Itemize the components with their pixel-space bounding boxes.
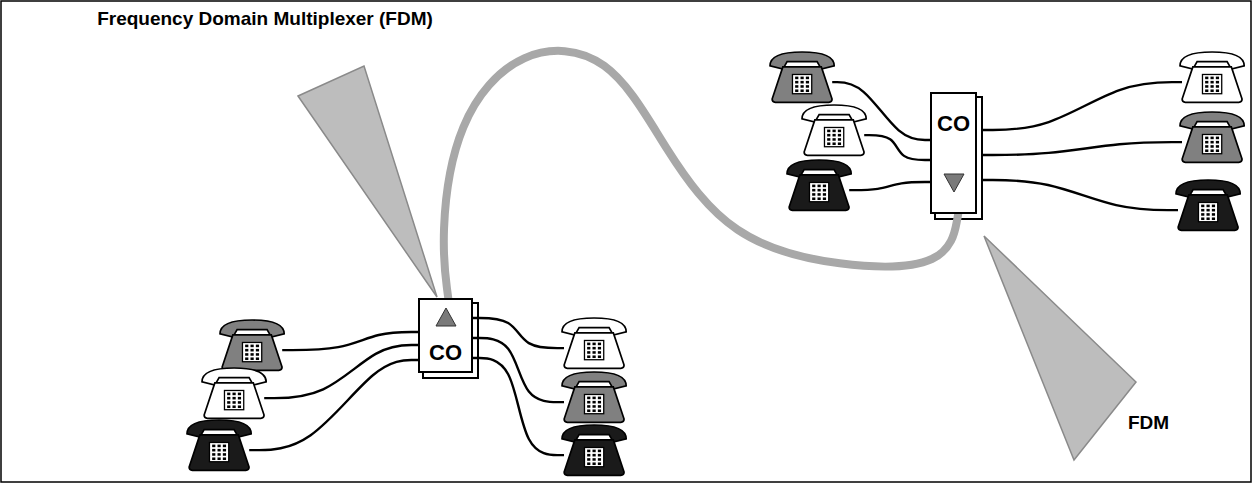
phone-line: [473, 338, 564, 402]
telephone-icon: [187, 420, 251, 470]
phone-line: [249, 360, 418, 450]
telephone-icon: [1180, 52, 1244, 102]
phone-line: [849, 182, 930, 190]
node-label: CO: [429, 341, 462, 365]
phone-line: [982, 82, 1182, 130]
telephone-icon: [770, 52, 834, 102]
phone-line: [264, 345, 418, 398]
phone-line: [282, 332, 418, 350]
telephone-icon: [562, 318, 626, 368]
phone-line: [473, 358, 564, 455]
telephone-icon: [562, 372, 626, 422]
phone-line: [473, 318, 564, 348]
phone-line: [982, 142, 1182, 155]
telephone-icon: [220, 320, 284, 370]
telephone-icon: [1176, 180, 1240, 230]
multiplexer-symbol: [942, 172, 966, 194]
multiplexer-symbol: [434, 306, 458, 328]
central-office-box: CO: [930, 92, 977, 214]
telephone-icon: [562, 425, 626, 475]
phone-line: [864, 135, 930, 160]
central-office-box: CO: [418, 298, 473, 373]
trunk-line: [444, 51, 958, 298]
callout-label: FDM: [1128, 412, 1208, 434]
telephone-icon: [802, 105, 866, 155]
telephone-icon: [202, 368, 266, 418]
callout-pointer: [298, 66, 437, 297]
multiplexer-triangle: [944, 174, 964, 192]
node-label: CO: [937, 112, 970, 136]
telephone-icon: [787, 160, 851, 210]
telephone-icon: [1180, 112, 1244, 162]
phone-line: [982, 180, 1178, 210]
callout-label: Frequency Domain Multiplexer (FDM): [95, 8, 435, 30]
multiplexer-triangle: [436, 308, 456, 326]
callout-pointer: [984, 236, 1136, 460]
